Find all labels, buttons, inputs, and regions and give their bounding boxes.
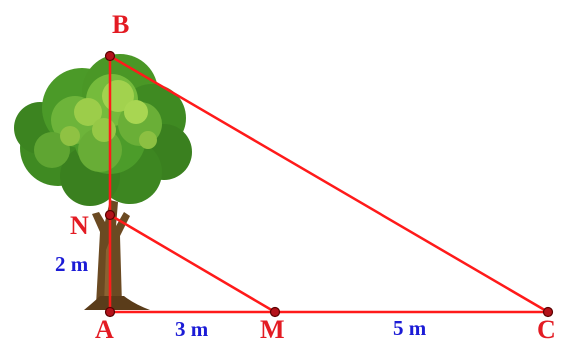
point-label-M: M bbox=[260, 315, 285, 342]
point-label-A: A bbox=[95, 315, 114, 342]
point-A bbox=[104, 306, 116, 318]
segment-BC bbox=[108, 54, 550, 314]
point-label-N: N bbox=[70, 211, 89, 240]
segment-NM bbox=[108, 213, 277, 314]
point-label-B: B bbox=[112, 10, 129, 39]
length-label-AN: 2 m bbox=[55, 252, 89, 276]
tree-icon bbox=[14, 54, 192, 310]
point-C bbox=[542, 306, 554, 318]
point-B bbox=[104, 50, 116, 62]
length-label-AM: 3 m bbox=[175, 317, 209, 341]
point-M bbox=[269, 306, 281, 318]
length-label-MC: 5 m bbox=[393, 316, 427, 340]
point-N bbox=[104, 209, 116, 221]
point-label-C: C bbox=[537, 315, 556, 342]
